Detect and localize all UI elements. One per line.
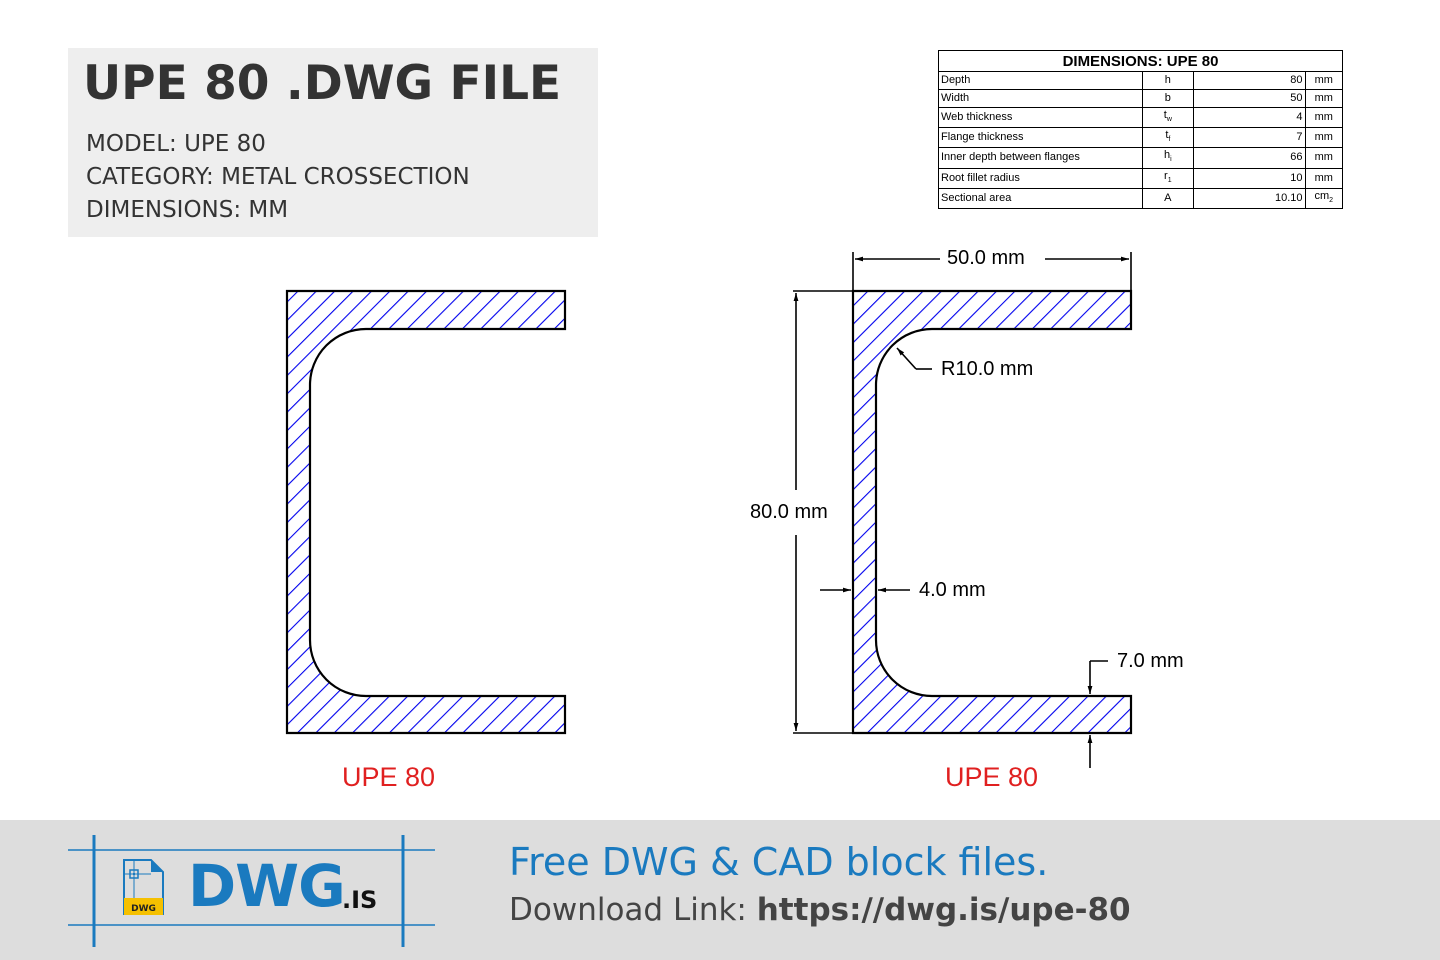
model-line: MODEL: UPE 80 [86,131,266,157]
radius-leader [896,347,932,370]
upe-section-right [851,289,1133,735]
table-row: Depth h 80 mm [938,71,1344,90]
row-value: 10.10 [1193,187,1306,209]
title-box: UPE 80 .DWG FILE MODEL: UPE 80 CATEGORY:… [68,48,598,237]
flange-dimension-label: 7.0 mm [1117,650,1184,672]
row-name: Root fillet radius [938,167,1143,189]
logo-suffix: .IS [342,886,378,914]
row-name: Sectional area [938,187,1143,209]
download-line: Download Link: https://dwg.is/upe-80 [509,892,1131,928]
height-dimension-label: 80.0 mm [750,501,828,523]
web-dimension-label: 4.0 mm [919,579,986,601]
dwg-file-icon: DWG [123,859,164,915]
section-label-left: UPE 80 [342,762,436,792]
cad-drawing [285,252,1133,768]
row-name: Web thickness [938,106,1143,129]
table-row: Flange thickness tf 7 mm [938,127,1344,149]
section-label-right: UPE 80 [945,762,1039,792]
row-unit: cm2 [1304,187,1344,209]
download-label: Download Link: [509,892,757,928]
width-dimension-label: 50.0 mm [947,247,1025,269]
dimensions-line: DIMENSIONS: MM [86,197,289,223]
download-link[interactable]: https://dwg.is/upe-80 [756,892,1131,928]
height-dimension [793,290,853,734]
dimensions-table: DIMENSIONS: UPE 80 Depth h 80 mm Width b… [938,50,1344,209]
footer: DWG DWG .IS Free DWG & CAD block files. … [0,820,1440,960]
logo-frame: DWG [68,835,435,947]
row-name: Inner depth between flanges [938,147,1143,169]
row-symbol: tf [1141,127,1195,149]
page-title: UPE 80 .DWG FILE [83,56,562,111]
table-row: Web thickness tw 4 mm [938,106,1344,129]
row-symbol: r1 [1141,167,1195,189]
radius-dimension-label: R10.0 mm [941,358,1034,380]
flange-dimension [1087,660,1108,768]
table-row: Inner depth between flanges hi 66 mm [938,147,1344,169]
table-row: Sectional area A 10.10 cm2 [938,187,1344,209]
width-dimension [852,252,1132,291]
tagline: Free DWG & CAD block files. [509,840,1049,884]
upe-section-left [285,289,567,735]
category-line: CATEGORY: METAL CROSSECTION [86,164,470,190]
row-unit: mm [1304,147,1344,169]
svg-text:DWG: DWG [131,904,156,914]
logo-wordmark: DWG [188,852,346,920]
table-row: Root fillet radius r1 10 mm [938,167,1344,189]
